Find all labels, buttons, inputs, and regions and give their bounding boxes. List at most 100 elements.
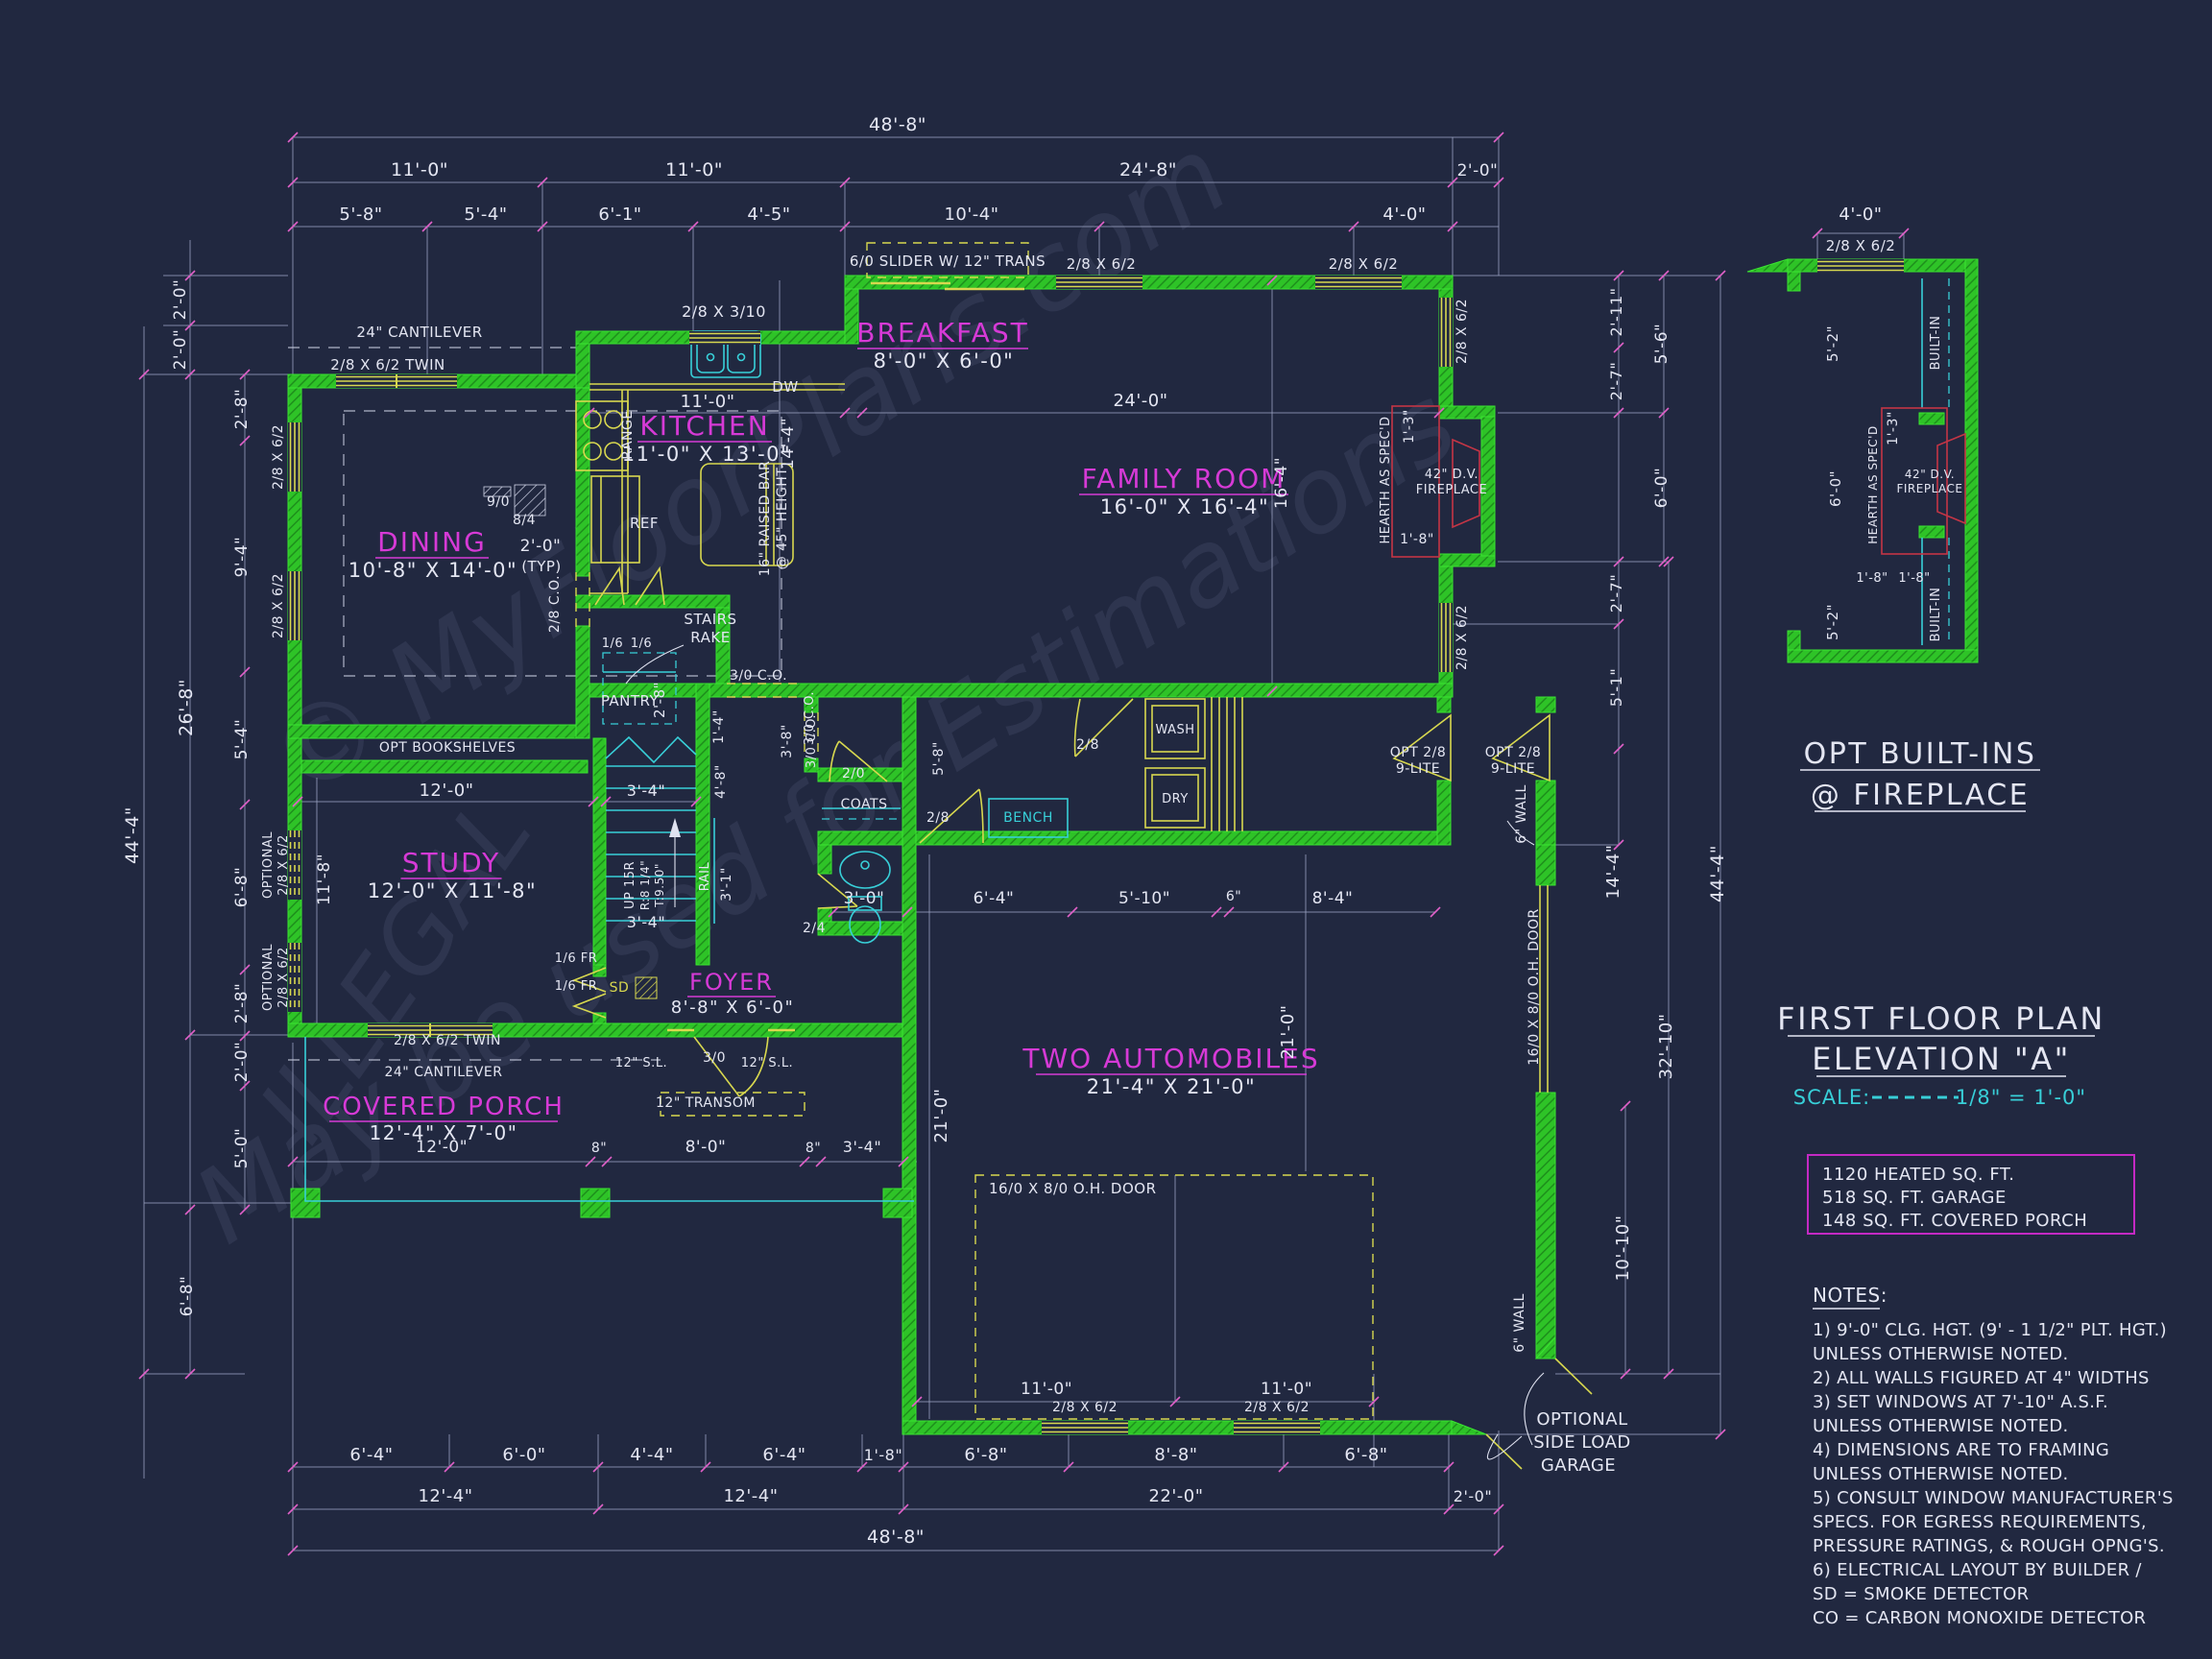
plan-label: DW xyxy=(772,378,798,396)
plan-label: 16'-0" X 16'-4" xyxy=(1100,495,1269,518)
dim-tick xyxy=(1348,221,1359,232)
bench-symbol xyxy=(988,798,1069,838)
dim-tick xyxy=(287,132,299,143)
plan-label: 8'-8" X 6'-0" xyxy=(671,998,795,1018)
plan-label: 5'-8" xyxy=(931,741,947,776)
dim-tick xyxy=(239,1080,251,1092)
plan-label: @ 45" HEIGHT xyxy=(775,468,790,570)
window-symbol xyxy=(288,571,301,640)
nine-lite-window xyxy=(1491,713,1551,782)
pantry-door xyxy=(635,565,665,606)
dim-tick xyxy=(1663,1368,1674,1380)
plan-label: 24'-8" xyxy=(1119,159,1177,180)
plan-label: OPT BOOKSHELVES xyxy=(379,740,516,756)
room-label-garage: TWO AUTOMOBILES xyxy=(1022,1043,1319,1074)
plan-label: 6" WALL xyxy=(1512,1293,1527,1353)
dim-tick xyxy=(239,964,251,975)
plan-label: 16" RAISED BAR xyxy=(757,461,773,576)
dim-tick xyxy=(690,796,702,807)
plan-label: 2/8 X 6/2 xyxy=(1052,1400,1118,1415)
study-doors xyxy=(571,967,607,1019)
plan-label: BENCH xyxy=(1003,810,1053,826)
plan-label: 1'-3" xyxy=(1402,409,1417,444)
plan-label: 4'-8" xyxy=(713,764,729,799)
window-symbol xyxy=(288,943,301,1012)
plan-label: 42" D.V. xyxy=(1905,468,1955,481)
dim-tick xyxy=(184,369,196,380)
plan-label: 5'-2" xyxy=(1824,325,1841,362)
plan-label: 16/0 X 8/0 O.H. DOOR xyxy=(989,1180,1157,1197)
plan-label: 6'-0" xyxy=(1652,468,1671,509)
plan-label: 1/6 FR xyxy=(555,951,598,966)
dim-tick xyxy=(1447,177,1458,188)
dim-tick xyxy=(898,1461,909,1473)
sqft-line: 148 SQ. FT. COVERED PORCH xyxy=(1822,1211,2087,1231)
plan-label: 9-LITE xyxy=(1396,761,1440,777)
dim-tick xyxy=(1715,1429,1726,1440)
smoke-detector-symbol xyxy=(635,976,658,999)
plan-label: 12" S.L. xyxy=(615,1056,667,1070)
plan-label: 2'-7" xyxy=(1607,362,1625,400)
plan-label: 2/8 xyxy=(1076,737,1099,753)
plan-label: 2/8 X 6/2 xyxy=(1455,605,1470,670)
dim-tick xyxy=(287,1503,299,1515)
note-line: UNLESS OTHERWISE NOTED. xyxy=(1813,1416,2069,1436)
plan-label: 21'-4" X 21'-0" xyxy=(1087,1075,1256,1098)
window-symbol xyxy=(1817,259,1904,273)
mud-door xyxy=(919,788,984,844)
plan-label: 10'-8" X 14'-0" xyxy=(349,559,517,582)
plan-label: BUILT-IN xyxy=(1929,588,1943,642)
plan-label: 12'-0" xyxy=(416,1138,468,1157)
transom-symbol xyxy=(660,1092,805,1117)
stairs-symbol xyxy=(605,735,715,924)
plan-label: 2'-0" xyxy=(232,1042,252,1083)
plan-label: BUILT-IN xyxy=(1929,316,1943,371)
plan-label: FIREPLACE xyxy=(1416,483,1487,497)
window-symbol xyxy=(336,374,457,388)
room-label-foyer: FOYER xyxy=(689,969,774,996)
dim-tick xyxy=(687,221,699,232)
plan-label: 44'-4" xyxy=(1707,845,1728,902)
plan-label: 5'-4" xyxy=(464,204,507,225)
dim-tick xyxy=(1433,407,1445,419)
powder-sink xyxy=(839,851,891,889)
dim-tick xyxy=(592,1503,604,1515)
plan-label: SD xyxy=(610,980,630,996)
dim-tick xyxy=(828,906,839,918)
plan-label: 2/8 X 6/2 xyxy=(1455,299,1470,364)
plan-label: 5'-6" xyxy=(1652,324,1671,365)
dim-tick xyxy=(1430,906,1441,918)
dim-tick xyxy=(1443,1461,1455,1473)
plan-label: 1'-3" xyxy=(1886,411,1901,445)
dim-tick xyxy=(1447,221,1458,232)
plan-label: 5'-2" xyxy=(1824,604,1841,640)
plan-label: 6'-8" xyxy=(1344,1445,1387,1465)
refrigerator-symbol xyxy=(590,475,640,564)
plan-label: 2/8 X 6/2 xyxy=(1067,255,1137,273)
plan-label: 2'-7" xyxy=(1607,574,1625,613)
plan-label: 2/8 X 6/2 xyxy=(1329,255,1399,273)
dim-tick xyxy=(1266,685,1278,697)
pantry-door xyxy=(594,565,625,606)
plan-label: 16'-4" xyxy=(1272,457,1291,509)
window-symbol xyxy=(1056,276,1142,289)
dim-tick xyxy=(856,1461,868,1473)
dim-tick xyxy=(856,407,868,419)
plan-label: 6" xyxy=(1226,889,1241,904)
dim-tick xyxy=(839,407,851,419)
window-symbol xyxy=(1439,603,1453,672)
dim-tick xyxy=(421,221,433,232)
dimension-lines-layer xyxy=(143,136,1905,1551)
plan-label: 1/6 FR xyxy=(555,979,598,994)
dimension-ticks-layer xyxy=(138,132,1910,1556)
leader-lines xyxy=(625,644,1545,1460)
dim-tick xyxy=(1658,270,1670,281)
plan-label: 3'-1" xyxy=(719,867,734,902)
dryer-symbol xyxy=(1144,767,1206,829)
room-label-kitchen: KITCHEN xyxy=(639,410,769,442)
dim-tick xyxy=(1067,906,1078,918)
note-line: UNLESS OTHERWISE NOTED. xyxy=(1813,1464,2069,1484)
plan-label: 6'-1" xyxy=(598,204,641,225)
dim-tick xyxy=(239,1204,251,1215)
